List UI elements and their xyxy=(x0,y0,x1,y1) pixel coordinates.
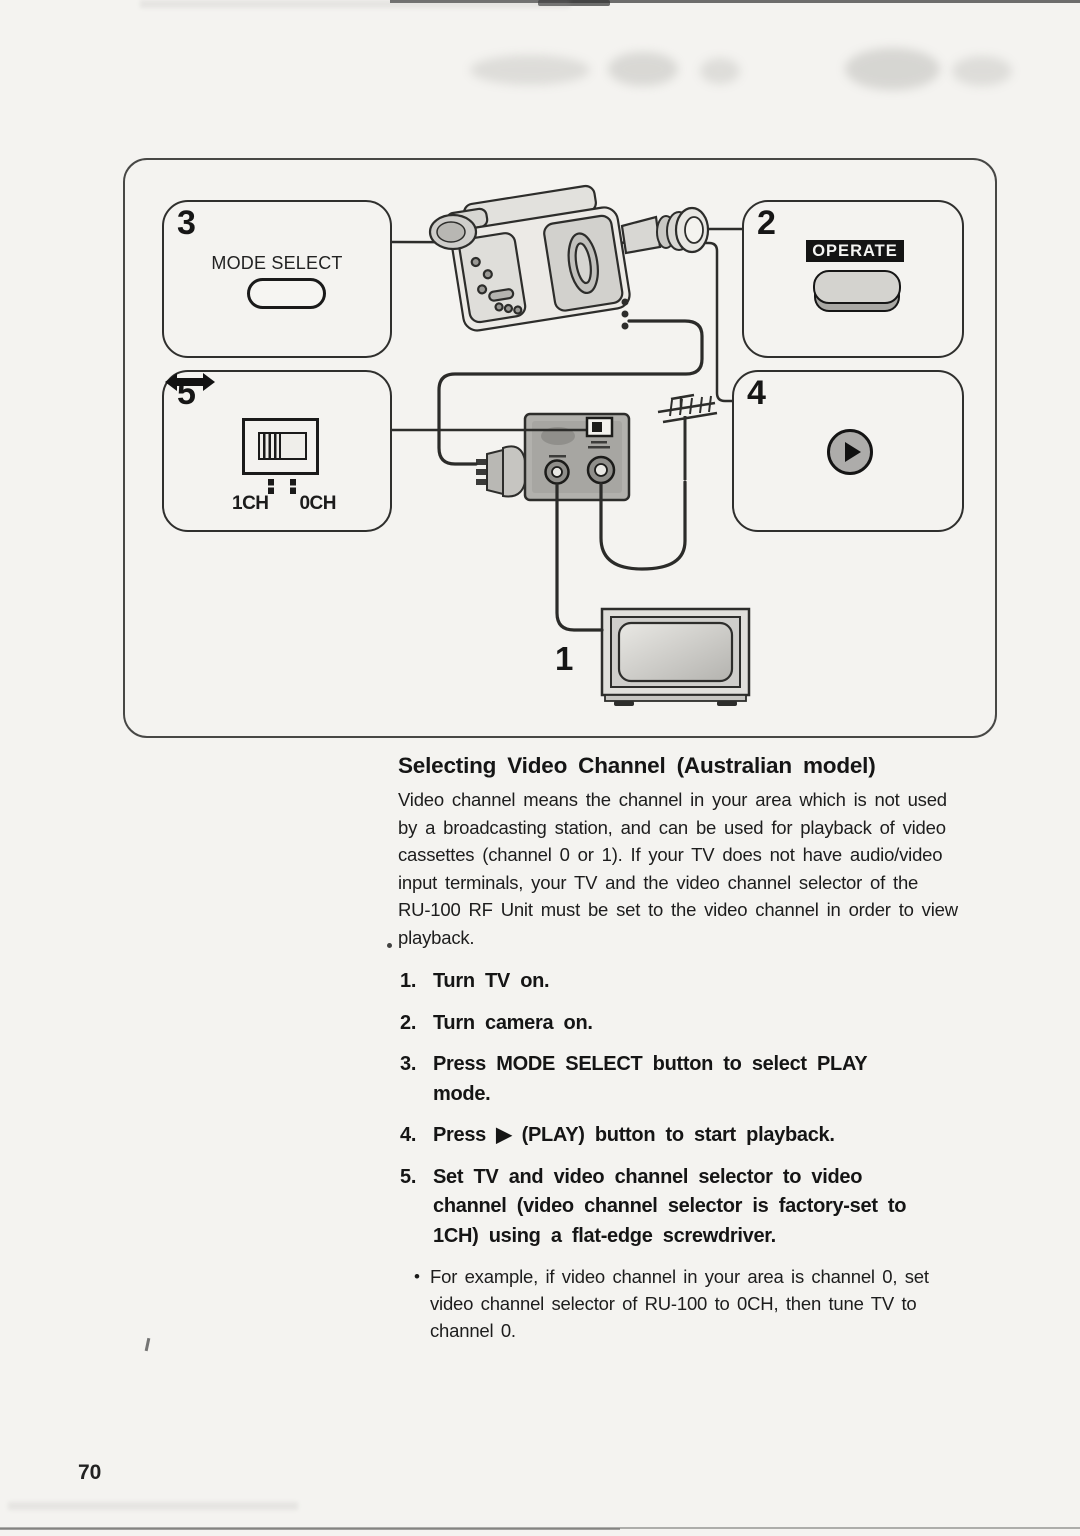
scan-smudge xyxy=(700,58,740,84)
bullet-icon: • xyxy=(414,1267,420,1286)
instruction-step: 2. Turn camera on. xyxy=(400,1009,998,1039)
step-text: Press MODE SELECT button to select PLAY … xyxy=(433,1053,868,1105)
channel-labels: 1CH 0CH xyxy=(232,493,336,515)
scan-edge-top-faint xyxy=(140,0,570,8)
stray-dot xyxy=(387,943,392,948)
channel-selector-switch xyxy=(242,418,319,475)
scan-edge-bottom-dark xyxy=(0,1528,620,1530)
label-0ch: 0CH xyxy=(299,493,336,514)
scan-noise-bottom-left xyxy=(8,1502,298,1510)
cable-lines xyxy=(437,319,704,632)
section-intro: Video channel means the channel in your … xyxy=(398,789,958,948)
instruction-step: 5. Set TV and video channel selector to … xyxy=(400,1163,998,1252)
note-text: For example, if video channel in your ar… xyxy=(430,1266,929,1341)
section-heading: Selecting Video Channel (Australian mode… xyxy=(398,753,876,778)
step-number: 1. xyxy=(400,970,417,992)
step-number: 2. xyxy=(400,1011,417,1034)
step-number: 4. xyxy=(400,1124,417,1146)
section-selecting-video-channel: Selecting Video Channel (Australian mode… xyxy=(398,753,998,1344)
page-number: 70 xyxy=(78,1461,102,1484)
tick-1ch xyxy=(268,479,274,494)
step-text: Turn TV on. xyxy=(433,970,550,992)
steps-list: 1. Turn TV on. 2. Turn camera on. 3. Pre… xyxy=(400,967,998,1251)
camcorder-illustration xyxy=(428,184,710,332)
scan-smudge xyxy=(470,55,590,85)
tick-0ch xyxy=(290,479,296,494)
callout-number-4: 4 xyxy=(747,374,766,412)
switch-knob xyxy=(258,432,307,460)
tv-callout-number: 1 xyxy=(555,640,574,677)
scan-edge-top-blob xyxy=(538,0,610,6)
step-number: 5. xyxy=(400,1165,417,1188)
instruction-step: 1. Turn TV on. xyxy=(400,967,998,997)
callout-number-3: 3 xyxy=(177,204,196,242)
margin-mark xyxy=(144,1337,150,1352)
callout-number-2: 2 xyxy=(757,204,776,242)
callout-channel-selector: 5 1CH 0CH xyxy=(162,370,392,532)
label-1ch: 1CH xyxy=(232,493,269,514)
note-item: • For example, if video channel in your … xyxy=(398,1263,998,1344)
scan-smudge xyxy=(845,48,940,90)
antenna-illustration xyxy=(657,393,718,480)
rf-unit-controls xyxy=(544,416,616,485)
step-number: 3. xyxy=(400,1053,417,1075)
tv-illustration xyxy=(600,607,751,706)
operate-label: OPERATE xyxy=(806,240,904,262)
knob-grip-lines xyxy=(260,434,281,458)
instruction-step: 4. Press ▶ (PLAY) button to start playba… xyxy=(400,1121,998,1151)
callout-operate: 2 OPERATE xyxy=(742,200,964,358)
callout-mode-select: 3 MODE SELECT xyxy=(162,200,392,358)
scan-smudge xyxy=(952,56,1012,86)
step-text: Set TV and video channel selector to vid… xyxy=(433,1165,907,1247)
left-right-arrow-icon xyxy=(165,373,215,391)
instruction-step: 3. Press MODE SELECT button to select PL… xyxy=(400,1050,998,1109)
diagram-artwork xyxy=(391,184,751,706)
connection-diagram: 3 MODE SELECT 2 OPERATE 5 1CH 0CH 4 xyxy=(123,158,997,738)
operate-button xyxy=(813,270,901,304)
scan-smudge xyxy=(608,52,678,86)
step-text: Turn camera on. xyxy=(433,1011,593,1034)
play-icon xyxy=(844,442,861,462)
callout-play: 4 xyxy=(732,370,964,532)
mode-select-label: MODE SELECT xyxy=(211,253,343,273)
scan-edge-top xyxy=(390,0,1080,3)
step-text: Press ▶ (PLAY) button to start playback. xyxy=(433,1124,835,1146)
play-button xyxy=(827,429,873,475)
mode-select-button xyxy=(247,278,326,309)
